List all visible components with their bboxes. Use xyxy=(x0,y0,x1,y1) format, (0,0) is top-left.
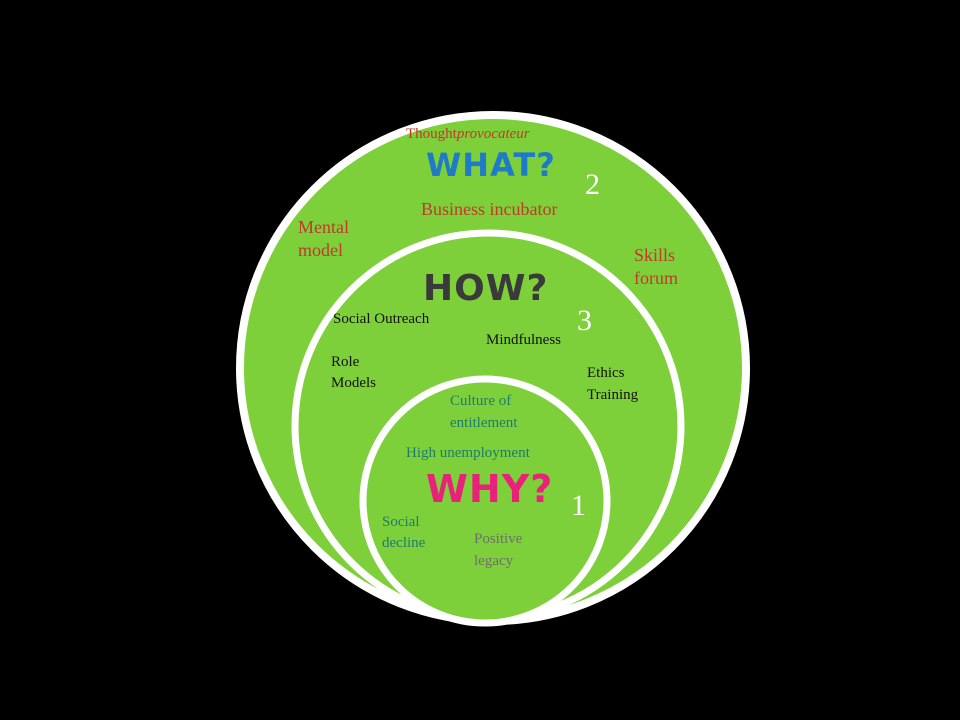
ethics-training-label: Ethics Training xyxy=(587,362,638,406)
culture-entitlement-label: Culture of entitlement xyxy=(450,390,517,434)
inner-circle-why xyxy=(359,375,611,627)
legacy-line: legacy xyxy=(474,553,514,569)
middle-number-3: 3 xyxy=(577,304,592,337)
mental-line: Mental xyxy=(298,217,349,237)
thought-text: Thought xyxy=(406,126,457,142)
skills-line: Skills xyxy=(634,245,676,265)
culture-line: Culture of xyxy=(450,393,512,409)
role-line: Role xyxy=(331,354,360,370)
ethics-line: Ethics xyxy=(587,365,625,381)
forum-line: forum xyxy=(634,268,678,288)
positive-line: Positive xyxy=(474,531,523,547)
mental-model-label: Mental model xyxy=(298,216,349,262)
social-line: Social xyxy=(382,514,420,530)
high-unemployment-label: High unemployment xyxy=(406,445,530,461)
why-heading: WHY? xyxy=(426,467,554,511)
inner-number-1: 1 xyxy=(571,489,586,522)
what-heading: WHAT? xyxy=(426,146,556,184)
skills-forum-label: Skills forum xyxy=(634,244,678,290)
business-incubator-label: Business incubator xyxy=(421,199,558,219)
positive-legacy-label: Positive legacy xyxy=(474,528,522,572)
model-line: model xyxy=(298,240,343,260)
training-line: Training xyxy=(587,387,639,403)
role-models-label: Role Models xyxy=(331,352,376,394)
how-heading: HOW? xyxy=(423,268,549,309)
social-outreach-label: Social Outreach xyxy=(333,311,430,327)
mindfulness-label: Mindfulness xyxy=(486,332,561,348)
provocateur-text: provocateur xyxy=(456,126,530,142)
entitlement-line: entitlement xyxy=(450,415,518,431)
thought-provocateur-label: Thoughtprovocateur xyxy=(406,126,530,143)
outer-number-2: 2 xyxy=(585,168,600,201)
decline-line: decline xyxy=(382,535,426,551)
models-line: Models xyxy=(331,375,376,391)
social-decline-label: Social decline xyxy=(382,512,425,554)
